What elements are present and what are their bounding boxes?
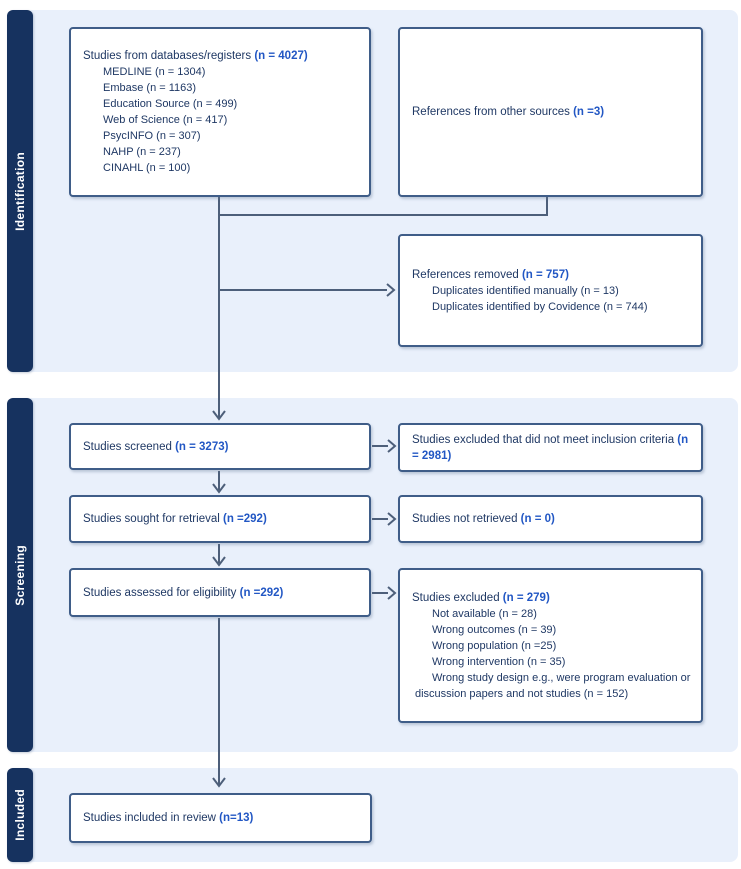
excluded-item: Wrong outcomes (n = 39) <box>432 623 557 636</box>
label-text: Studies not retrieved <box>412 513 521 525</box>
count-text: (n = 3273) <box>175 440 229 453</box>
box-main-text: References from other sources (n =3) <box>412 104 691 120</box>
box-studies-not-retrieved: Studies not retrieved (n = 0) <box>398 495 703 543</box>
box-main-text: Studies included in review (n=13) <box>83 810 360 826</box>
box-studies-included-review: Studies included in review (n=13) <box>69 793 372 843</box>
label-text: References removed <box>412 268 522 281</box>
box-studies-screened: Studies screened (n = 3273) <box>69 423 371 470</box>
excluded-item: Not available (n = 28) <box>432 607 537 620</box>
excluded-item: Wrong population (n =25) <box>432 639 557 652</box>
screening-label: Screening <box>13 544 27 606</box>
database-item: Education Source (n = 499) <box>103 98 238 110</box>
database-item: Embase (n = 1163) <box>103 82 197 94</box>
count-text: (n =292) <box>223 513 267 525</box>
sidebar-stage-screening: Screening <box>7 398 33 752</box>
count-text: (n = 0) <box>520 513 555 525</box>
count-text: (n = 279) <box>502 591 550 604</box>
label-text: References from other sources <box>412 106 574 118</box>
count-text: (n = 4027) <box>254 50 308 62</box>
label-text: Studies assessed for eligibility <box>83 586 240 599</box>
sidebar-stage-identification: Identification <box>7 10 33 372</box>
box-main-text: Studies screened (n = 3273) <box>83 439 359 455</box>
excluded-item: Wrong intervention (n = 35) <box>432 655 566 668</box>
count-text: (n=13) <box>219 812 254 824</box>
box-main-text: Studies excluded that did not meet inclu… <box>412 432 691 464</box>
count-text: (n =3) <box>573 106 605 118</box>
box-main-text: Studies sought for retrieval (n =292) <box>83 511 359 527</box>
database-item: NAHP (n = 237) <box>103 146 181 158</box>
label-text: Studies excluded that did not meet inclu… <box>412 433 678 446</box>
count-text: (n =292) <box>239 586 284 599</box>
database-item: Web of Science (n = 417) <box>103 114 228 126</box>
box-studies-excluded-eligibility: Studies excluded (n = 279) Not available… <box>398 568 703 723</box>
removed-item: Duplicates identified manually (n = 13) <box>432 284 619 297</box>
included-label: Included <box>13 789 27 841</box>
database-item: PsycINFO (n = 307) <box>103 130 201 142</box>
database-item: CINAHL (n = 100) <box>103 162 191 174</box>
box-main-text: Studies not retrieved (n = 0) <box>412 511 691 527</box>
count-text: (n = 757) <box>521 268 569 281</box>
box-studies-sought-retrieval: Studies sought for retrieval (n =292) <box>69 495 371 543</box>
excluded-item: Wrong study design e.g., were program ev… <box>415 671 691 700</box>
box-main-text: References removed (n = 757) <box>412 267 691 283</box>
box-references-removed: References removed (n = 757) Duplicates … <box>398 234 703 347</box>
identification-label: Identification <box>13 151 27 231</box>
label-text: Studies from databases/registers <box>83 50 255 62</box>
box-main-text: Studies assessed for eligibility (n =292… <box>83 585 359 601</box>
sidebar-stage-included: Included <box>7 768 33 862</box>
label-text: Studies screened <box>83 440 176 453</box>
label-text: Studies included in review <box>83 812 220 824</box>
label-text: Studies excluded <box>412 591 503 604</box>
removed-item: Duplicates identified by Covidence (n = … <box>432 300 648 313</box>
box-studies-from-databases: Studies from databases/registers (n = 40… <box>69 27 371 197</box>
box-main-text: Studies excluded (n = 279) <box>412 590 691 606</box>
box-references-other-sources: References from other sources (n =3) <box>398 27 703 197</box>
box-main-text: Studies from databases/registers (n = 40… <box>83 48 359 64</box>
box-studies-assessed-eligibility: Studies assessed for eligibility (n =292… <box>69 568 371 617</box>
database-item: MEDLINE (n = 1304) <box>103 66 206 78</box>
label-text: Studies sought for retrieval <box>83 513 223 525</box>
count-text: (n = 2981) <box>412 433 689 462</box>
box-excluded-inclusion-criteria: Studies excluded that did not meet inclu… <box>398 423 703 472</box>
